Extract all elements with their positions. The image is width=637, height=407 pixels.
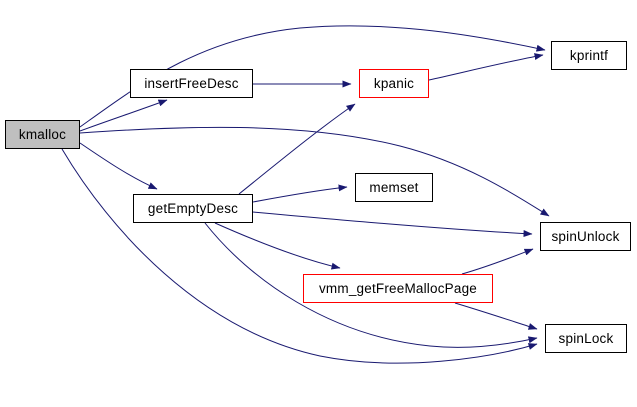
node-label-spinLock: spinLock	[558, 331, 614, 346]
node-memset[interactable]: memset	[355, 173, 433, 202]
node-label-insertFreeDesc: insertFreeDesc	[144, 76, 239, 91]
node-label-kmalloc: kmalloc	[18, 127, 67, 142]
edge-getEmptyDesc-to-spinUnlock	[252, 211, 533, 238]
edge-group	[61, 25, 550, 364]
edge-vmm_getFreeMallocPage-to-spinUnlock	[461, 248, 534, 275]
node-spinUnlock[interactable]: spinUnlock	[540, 222, 631, 251]
node-label-getEmptyDesc: getEmptyDesc	[147, 201, 239, 216]
node-kmalloc[interactable]: kmalloc	[5, 120, 80, 149]
edge-getEmptyDesc-to-kpanic	[238, 103, 356, 195]
edge-vmm_getFreeMallocPage-to-spinLock	[454, 302, 538, 330]
node-kpanic[interactable]: kpanic	[359, 69, 429, 98]
node-getEmptyDesc[interactable]: getEmptyDesc	[133, 194, 253, 223]
edge-kmalloc-to-spinLock	[61, 148, 538, 364]
node-label-kpanic: kpanic	[373, 76, 415, 91]
edge-getEmptyDesc-to-vmm_getFreeMallocPage	[214, 222, 341, 270]
edge-getEmptyDesc-to-memset	[252, 184, 348, 203]
node-label-spinUnlock: spinUnlock	[551, 229, 620, 244]
node-insertFreeDesc[interactable]: insertFreeDesc	[130, 69, 253, 98]
edge-getEmptyDesc-to-spinLock	[204, 222, 538, 348]
edge-kmalloc-to-insertFreeDesc	[79, 99, 168, 132]
node-label-memset: memset	[369, 180, 419, 195]
edge-kmalloc-to-spinUnlock	[79, 126, 550, 217]
node-spinLock[interactable]: spinLock	[545, 324, 627, 353]
node-label-vmm_getFreeMallocPage: vmm_getFreeMallocPage	[318, 281, 477, 296]
edge-kmalloc-to-getEmptyDesc	[79, 142, 158, 190]
edge-kpanic-to-kprintf	[428, 53, 544, 81]
node-label-kprintf: kprintf	[569, 48, 609, 63]
node-vmm_getFreeMallocPage[interactable]: vmm_getFreeMallocPage	[303, 274, 493, 303]
node-kprintf[interactable]: kprintf	[551, 41, 627, 70]
